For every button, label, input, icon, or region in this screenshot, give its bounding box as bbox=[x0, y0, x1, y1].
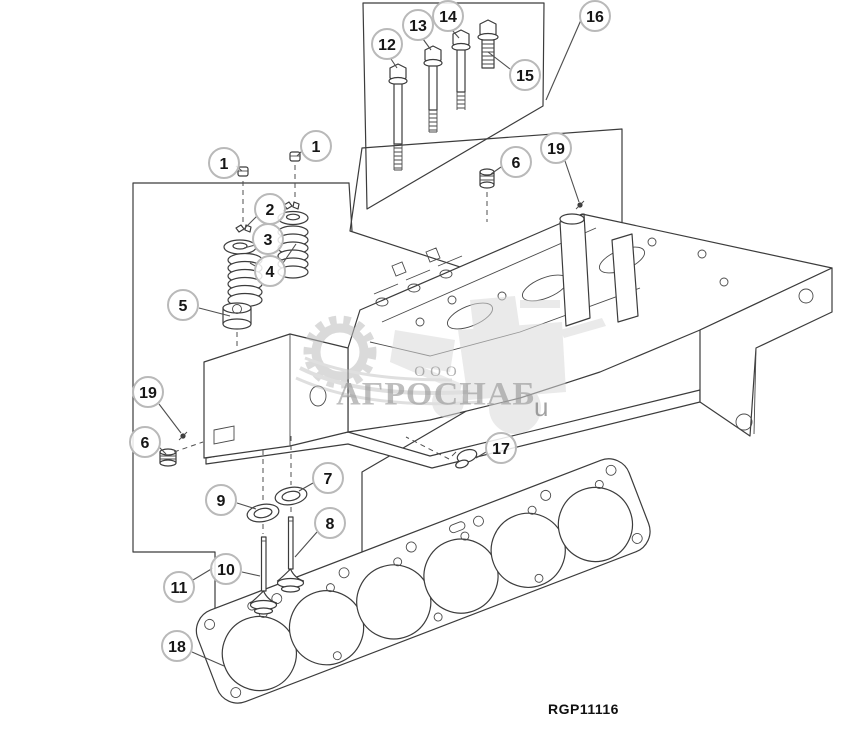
valve-10-drawing bbox=[249, 536, 278, 615]
callout-19-top: 19 bbox=[540, 132, 572, 164]
callout-4: 4 bbox=[254, 255, 286, 287]
valve-8-drawing bbox=[276, 516, 305, 593]
figure-code: RGP11116 bbox=[548, 701, 619, 717]
valve-rotator-5-drawing bbox=[222, 302, 252, 330]
bolt-13-drawing bbox=[423, 45, 443, 133]
callout-14: 14 bbox=[432, 0, 464, 32]
callout-13: 13 bbox=[402, 9, 434, 41]
assembly-dashed-lines bbox=[173, 165, 488, 534]
callout-18: 18 bbox=[161, 630, 193, 662]
callout-10: 10 bbox=[210, 553, 242, 585]
watermark-brand-text: АГРОСНАБ bbox=[336, 377, 536, 413]
head-gasket-drawing bbox=[195, 458, 651, 704]
bolt-kit-box-outline bbox=[362, 2, 545, 210]
callout-17: 17 bbox=[485, 432, 517, 464]
callout-15: 15 bbox=[509, 59, 541, 91]
watermark-org-prefix: ООО bbox=[414, 364, 462, 380]
plug-17-drawing bbox=[451, 448, 478, 469]
callout-1-left: 1 bbox=[208, 147, 240, 179]
watermark-suffix-text: u bbox=[534, 392, 549, 422]
seal-9-drawing bbox=[246, 503, 280, 523]
callout-5: 5 bbox=[167, 289, 199, 321]
callout-7: 7 bbox=[312, 462, 344, 494]
watermark-graphics bbox=[295, 296, 606, 434]
valve-spring-left-drawing bbox=[227, 252, 263, 308]
screw-19-top-drawing bbox=[575, 200, 585, 210]
seal-7-drawing bbox=[274, 486, 308, 506]
callout-2: 2 bbox=[254, 193, 286, 225]
callout-3: 3 bbox=[252, 223, 284, 255]
cup-plug-6-top-drawing bbox=[479, 168, 495, 189]
callout-8: 8 bbox=[314, 507, 346, 539]
valve-spring-right-drawing bbox=[277, 225, 309, 279]
callout-6-top: 6 bbox=[500, 146, 532, 178]
callout-1-right: 1 bbox=[300, 130, 332, 162]
watermark-swoosh bbox=[295, 356, 481, 406]
callout-19-left: 19 bbox=[132, 376, 164, 408]
valve-cap-1-right-drawing bbox=[289, 151, 301, 162]
bolt-15-drawing bbox=[477, 19, 499, 69]
callout-11: 11 bbox=[163, 571, 195, 603]
callout-9: 9 bbox=[205, 484, 237, 516]
bolt-12-drawing bbox=[388, 63, 408, 171]
watermark-gear-icon bbox=[303, 315, 377, 389]
callout-12: 12 bbox=[371, 28, 403, 60]
callout-6-left: 6 bbox=[129, 426, 161, 458]
cup-plug-6-left-drawing bbox=[159, 448, 177, 467]
bolt-14-drawing bbox=[451, 29, 471, 110]
callout-16: 16 bbox=[579, 0, 611, 32]
screw-19-left-drawing bbox=[178, 431, 188, 441]
